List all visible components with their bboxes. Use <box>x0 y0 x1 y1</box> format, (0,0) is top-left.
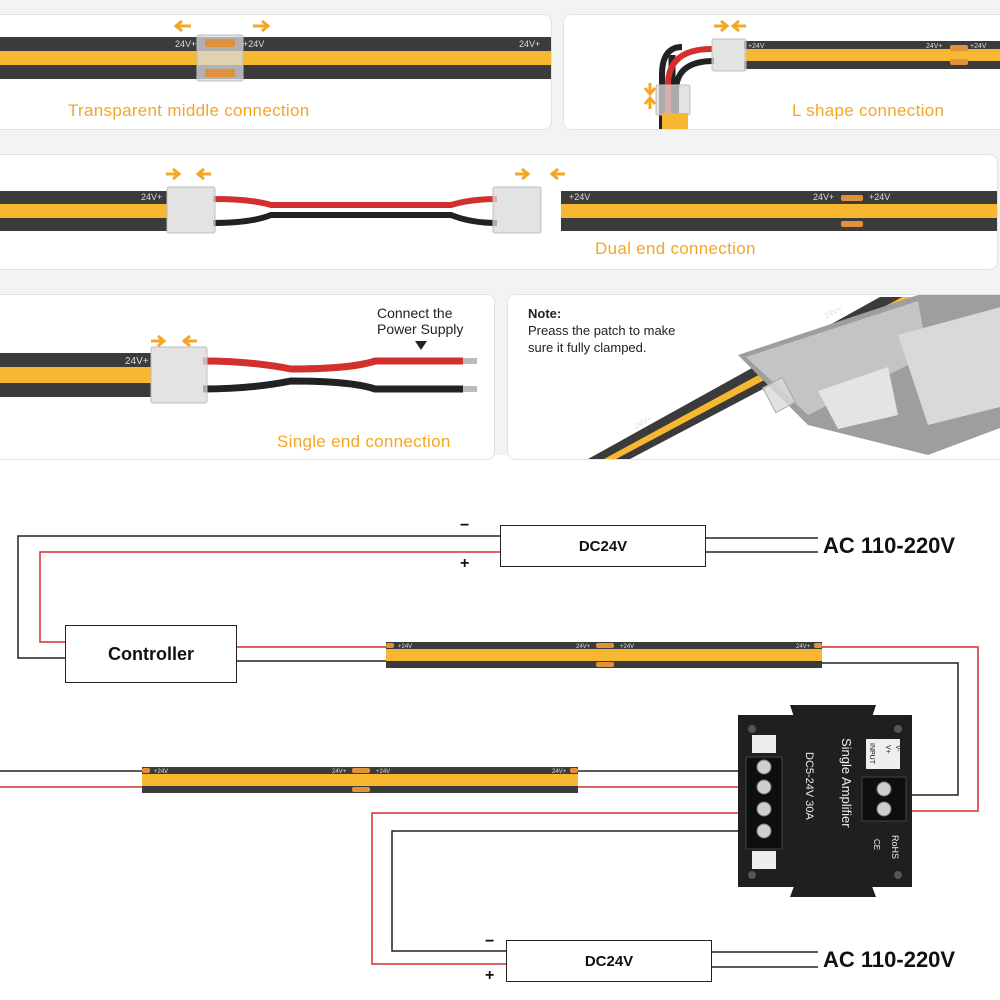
ac-input-top: AC 110-220V <box>823 533 956 558</box>
power-label-line1: Connect the <box>377 305 453 321</box>
arrow-up-icon <box>643 95 657 109</box>
arrow-down-icon <box>415 341 427 350</box>
caption-single-end: Single end connection <box>277 432 451 451</box>
arrow-right-icon <box>253 19 271 33</box>
arrow-right-icon <box>166 167 182 181</box>
ce-mark-icon: CE <box>872 839 881 850</box>
pad-label: 24V+ <box>823 304 844 321</box>
psu-top-plus: + <box>460 555 470 572</box>
pad-label: 24V+ <box>813 192 834 202</box>
pad-label: +24V <box>154 769 168 775</box>
wiring-diagram: +24V 24V+ +24V 24V+ +24V 24V+ +24V 24V+ <box>0 455 1000 1000</box>
psu-top-label: DC24V <box>578 537 628 555</box>
arrow-left-icon <box>173 19 191 33</box>
pad-label: 24V+ <box>552 769 567 775</box>
pad-label: 24V+ <box>519 39 540 49</box>
arrow-left-icon <box>549 167 565 181</box>
arrow-left-icon <box>195 167 211 181</box>
arrow-right-icon <box>151 334 167 348</box>
psu-bottom-minus: − <box>485 933 495 950</box>
caption-middle: Transparent middle connection <box>68 101 310 120</box>
pad-label: 24V+ <box>141 192 162 202</box>
rohs-mark-icon: RoHS <box>890 835 900 859</box>
ac-input-bottom: AC 110-220V <box>823 947 956 972</box>
pad-label: 24V+ <box>796 644 811 650</box>
panel-l-shape-connection: +24V 24V+ +24V L shape connection <box>563 14 1000 130</box>
psu-bottom-plus: + <box>485 967 495 984</box>
amplifier-vplus: V+ <box>884 745 891 754</box>
power-label-line2: Power Supply <box>377 321 464 337</box>
arrow-left-icon <box>730 19 746 33</box>
panel-single-end-connection: 24V+ Connect the Power Supply Single end… <box>0 294 495 460</box>
caption-dual-end: Dual end connection <box>595 239 756 258</box>
controller: Controller <box>65 625 237 683</box>
pad-label: +24V <box>243 39 264 49</box>
psu-bottom-label: DC24V <box>584 952 634 970</box>
amplifier-spec: DC5-24V 30A <box>803 752 815 821</box>
note-text: Note: Preass the patch to make sure it f… <box>528 305 675 356</box>
pad-label: 24V+ <box>332 769 347 775</box>
pad-label: +24V <box>398 644 412 650</box>
controller-label: Controller <box>107 643 194 664</box>
pad-label: 24V+ <box>926 43 943 50</box>
amplifier-title: Single Amplifier <box>839 738 854 828</box>
pad-label: +24V <box>869 192 890 202</box>
amplifier-input-label: INPUT <box>868 743 875 765</box>
arrow-right-icon <box>515 167 531 181</box>
installation-section: 24V+ +24V 24V+ Transparent middle connec… <box>0 0 1000 460</box>
caption-l-shape: L shape connection <box>792 101 945 120</box>
note-line1: Preass the patch to make <box>528 323 676 338</box>
pad-label: +24V <box>376 769 390 775</box>
panel-middle-connection: 24V+ +24V 24V+ Transparent middle connec… <box>0 14 552 130</box>
pad-label: +24V <box>970 43 987 50</box>
pad-label: +24V <box>748 43 765 50</box>
l-shape-illustration: +24V 24V+ +24V <box>643 19 1000 129</box>
panel-note: 24V+ 24V+ Note: Preass the patch to make… <box>507 294 1000 460</box>
power-supply-label: Connect the Power Supply <box>377 305 463 337</box>
pad-label: 24V+ <box>576 644 591 650</box>
amplifier-vminus: V- <box>894 745 901 752</box>
psu-bottom: DC24V <box>506 940 712 982</box>
amplifier-unit <box>738 705 912 897</box>
clamp-illustration: 24V+ 24V+ <box>588 295 1000 459</box>
arrow-down-icon <box>643 83 657 97</box>
arrow-right-icon <box>714 19 730 33</box>
arrow-left-icon <box>181 334 197 348</box>
psu-top-minus: − <box>460 517 470 534</box>
single-end-illustration: 24V+ <box>0 334 477 404</box>
pad-label: +24V <box>620 644 634 650</box>
note-title: Note: <box>528 306 562 321</box>
wiring-lines: +24V 24V+ +24V 24V+ +24V 24V+ +24V 24V+ <box>0 535 979 968</box>
middle-connection-illustration: 24V+ +24V 24V+ <box>0 19 551 82</box>
psu-top: DC24V <box>500 525 706 567</box>
panel-dual-end-connection: 24V+ +24V 24V+ +24V Dual end connection <box>0 154 998 270</box>
note-line2: sure it fully clamped. <box>528 340 647 355</box>
pad-label: 24V+ <box>125 356 149 367</box>
pad-label: 24V+ <box>175 39 196 49</box>
dual-end-illustration: 24V+ +24V 24V+ +24V <box>0 167 997 234</box>
pad-label: +24V <box>569 192 590 202</box>
